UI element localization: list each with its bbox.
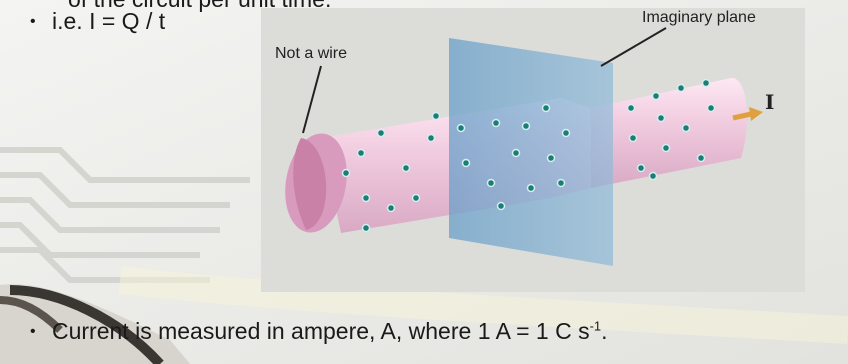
unit-text: Current is measured in ampere, A, where … <box>52 318 590 344</box>
bullet-marker: • <box>30 13 52 31</box>
unit-text-end: . <box>601 318 607 344</box>
bullet-unit-definition: •Current is measured in ampere, A, where… <box>30 318 608 345</box>
current-symbol-label: I <box>765 90 774 114</box>
formula-text: i.e. I = Q / t <box>52 8 165 34</box>
not-a-wire-label: Not a wire <box>275 45 347 63</box>
bullet-marker: • <box>30 323 52 341</box>
imaginary-plane <box>449 38 613 266</box>
bullet-formula: •i.e. I = Q / t <box>30 8 165 35</box>
imaginary-plane-label: Imaginary plane <box>642 9 756 27</box>
unit-exponent: -1 <box>590 318 602 333</box>
